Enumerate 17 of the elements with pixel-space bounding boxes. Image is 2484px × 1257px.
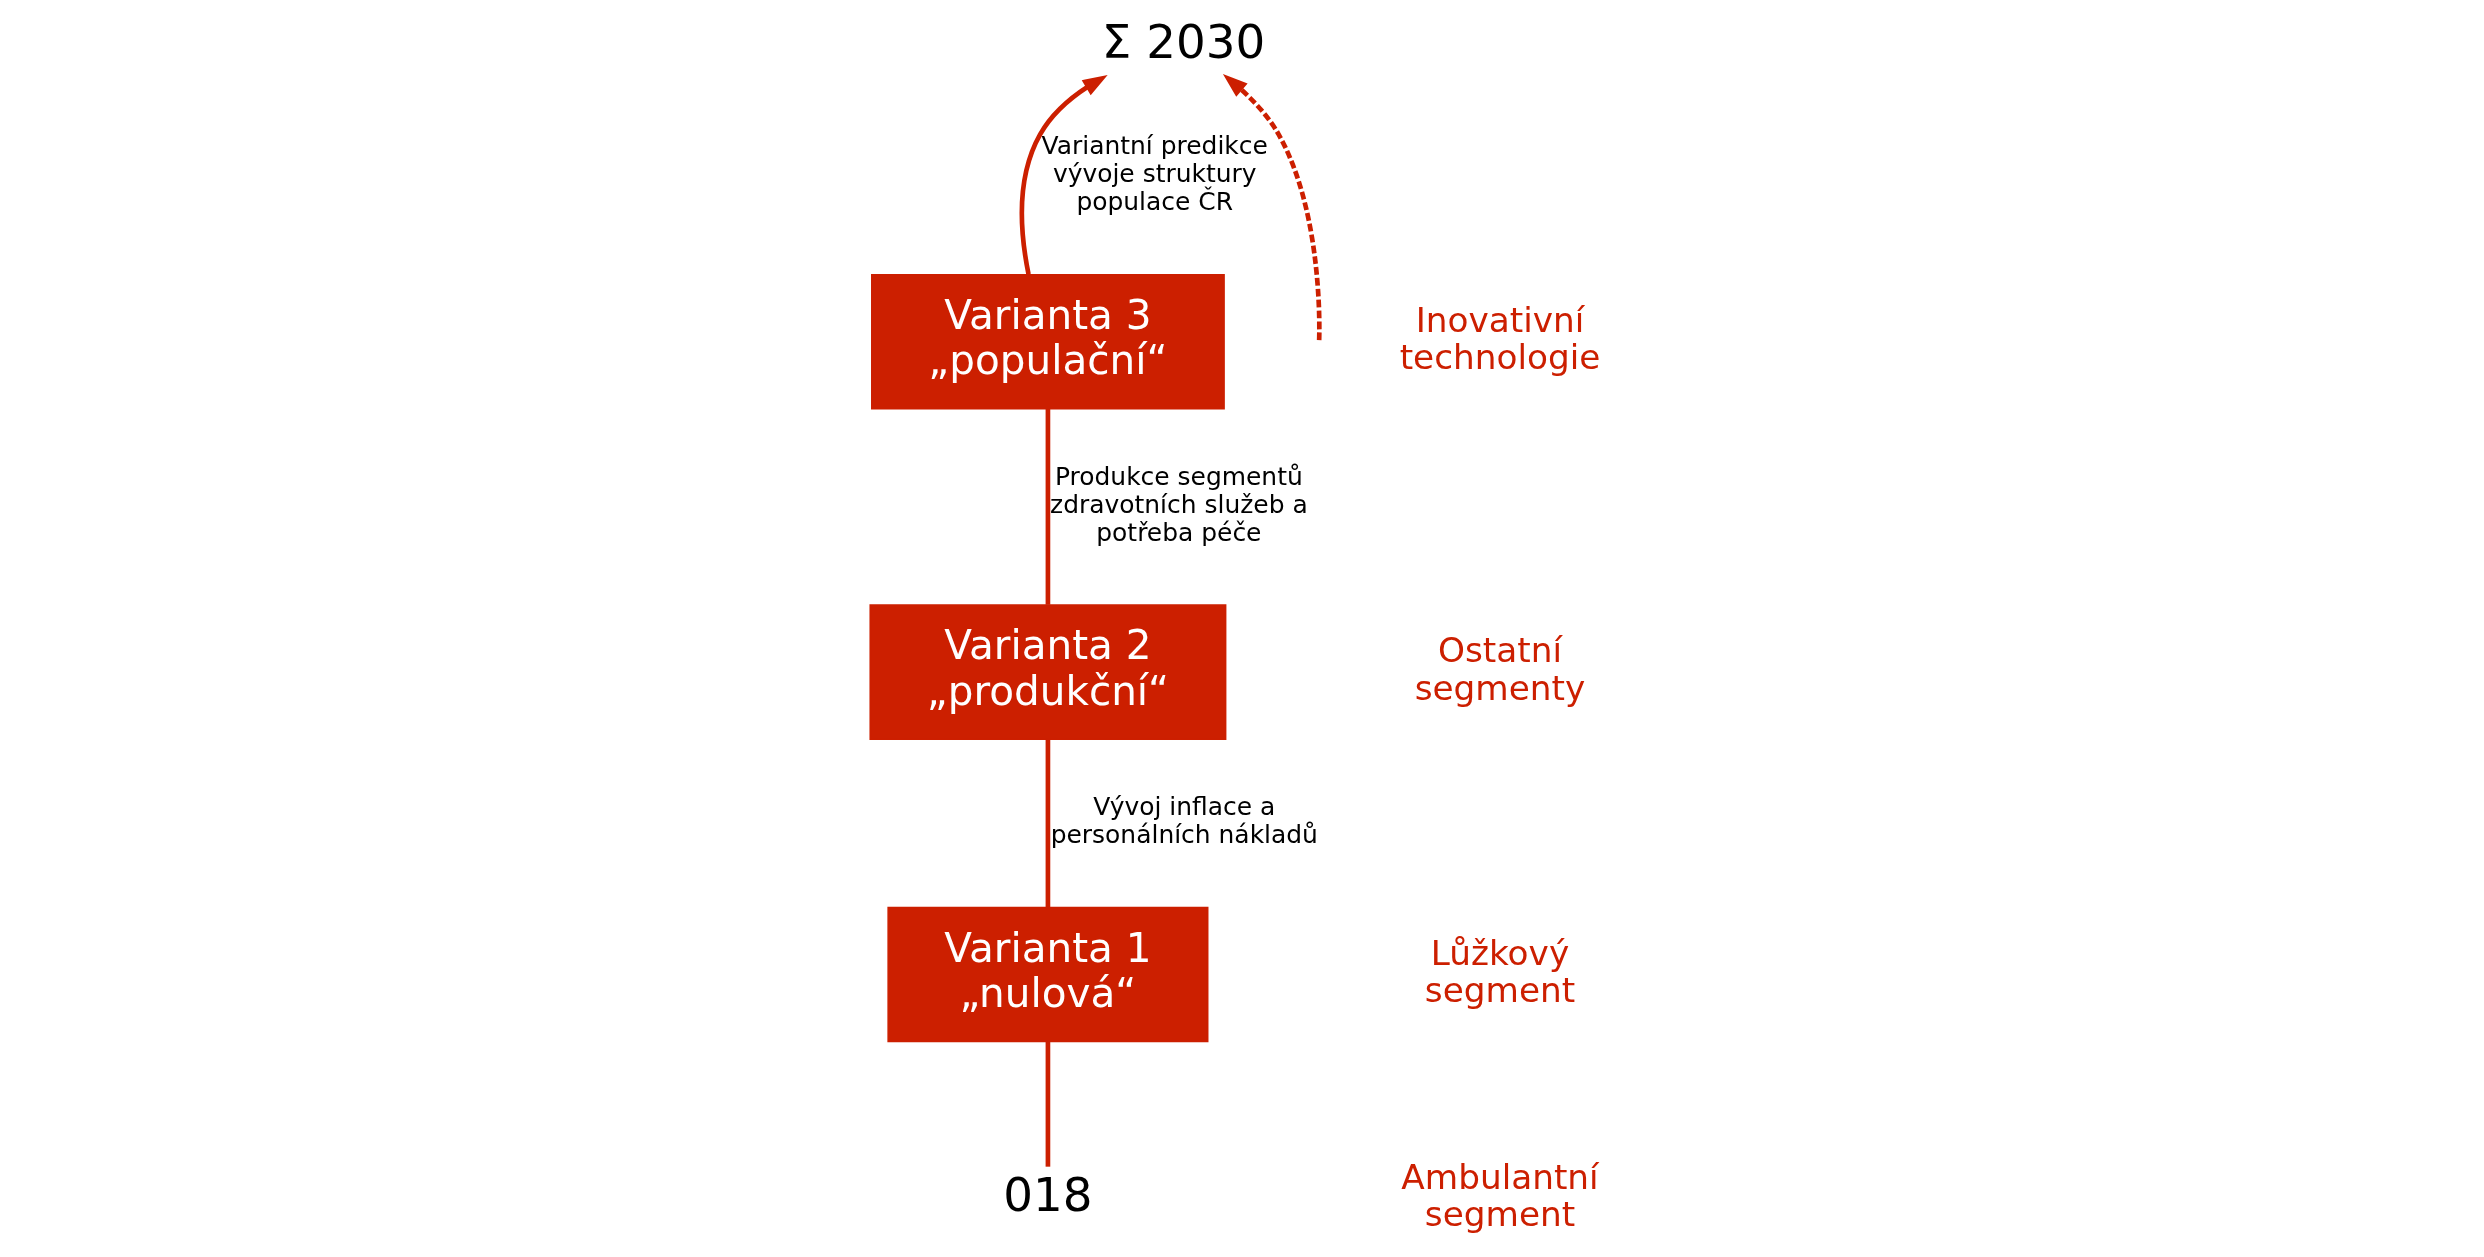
- connector: [1045, 739, 1051, 908]
- edge-label: Produkce segmentů zdravotních služeb a potřeba péče: [1050, 461, 1308, 547]
- node-box: Varianta 1 „nulová“: [887, 906, 1209, 1043]
- label: Ostatní segmenty: [1414, 630, 1586, 708]
- label: Inovativní technologie: [1399, 299, 1601, 378]
- arrow: [1222, 73, 1322, 341]
- connector: [1045, 409, 1051, 605]
- edge-label: Variantní predikce vývoje struktury populace ČR: [1041, 131, 1268, 217]
- arrow: [1019, 74, 1108, 275]
- label: Ambulantní segment: [1401, 1157, 1599, 1235]
- node-text: 018: [1003, 1167, 1093, 1222]
- node-text: Σ 2030: [1101, 14, 1266, 69]
- connector: [1045, 1041, 1051, 1167]
- node-box: Varianta 3 „populační“: [871, 273, 1225, 410]
- edge-label: Vývoj inflace a personálních nákladů: [1050, 792, 1318, 850]
- node-box: Varianta 2 „produkční“: [869, 604, 1227, 740]
- label: Lůžkový segment: [1424, 932, 1576, 1010]
